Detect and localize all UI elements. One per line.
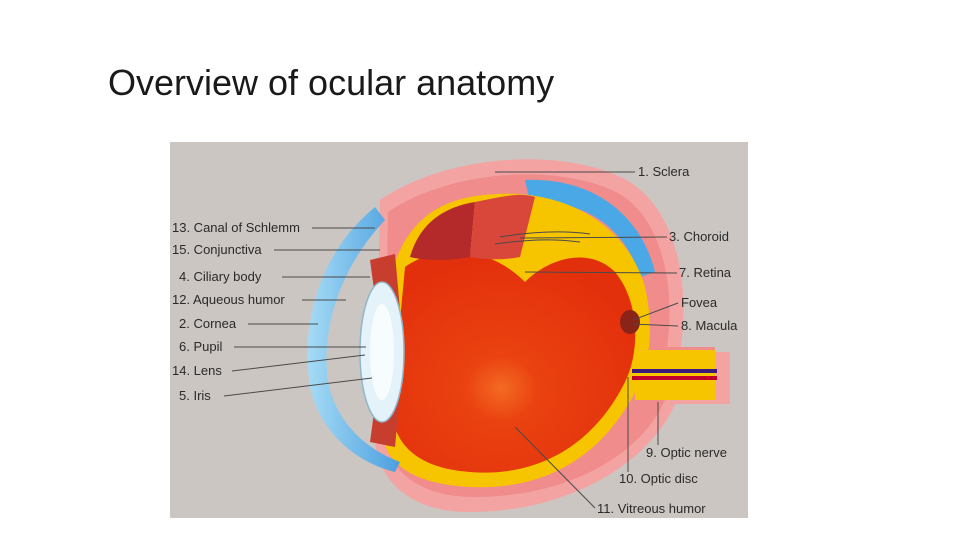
label-optic-disc: 10. Optic disc	[619, 471, 698, 486]
label-aqueous-humor: 12. Aqueous humor	[172, 292, 285, 307]
lens-nucleus	[370, 304, 394, 400]
choroid-vessels	[494, 231, 591, 245]
macula-spot	[620, 310, 640, 334]
label-conjunctiva: 15. Conjunctiva	[172, 242, 262, 257]
eye-anatomy-diagram: 13. Canal of Schlemm 15. Conjunctiva 4. …	[170, 142, 748, 518]
optic-nerve	[635, 350, 715, 400]
label-lens: 14. Lens	[172, 363, 222, 378]
left-leader-lines	[223, 227, 380, 397]
label-pupil: 6. Pupil	[179, 339, 222, 354]
label-retina: 7. Retina	[679, 265, 732, 280]
label-canal-of-schlemm: 13. Canal of Schlemm	[172, 220, 300, 235]
label-optic-nerve: 9. Optic nerve	[646, 445, 727, 460]
upper-vessel-region	[410, 202, 475, 261]
right-leader-lines	[495, 171, 679, 509]
optic-nerve-vessel-a	[632, 369, 717, 373]
vitreous-body	[392, 251, 636, 473]
cornea	[307, 207, 400, 472]
label-vitreous-humor: 11. Vitreous humor	[597, 501, 706, 516]
label-ciliary-body: 4. Ciliary body	[179, 269, 262, 284]
label-cornea: 2. Cornea	[179, 316, 237, 331]
choroid-blue	[525, 179, 655, 277]
label-macula: 8. Macula	[681, 318, 738, 333]
label-choroid: 3. Choroid	[669, 229, 729, 244]
upper-choroid-red	[470, 194, 535, 260]
label-sclera: 1. Sclera	[638, 164, 690, 179]
optic-nerve-vessel-b	[632, 376, 717, 380]
slide-title: Overview of ocular anatomy	[108, 62, 555, 103]
label-fovea: Fovea	[681, 295, 718, 310]
label-iris: 5. Iris	[179, 388, 211, 403]
